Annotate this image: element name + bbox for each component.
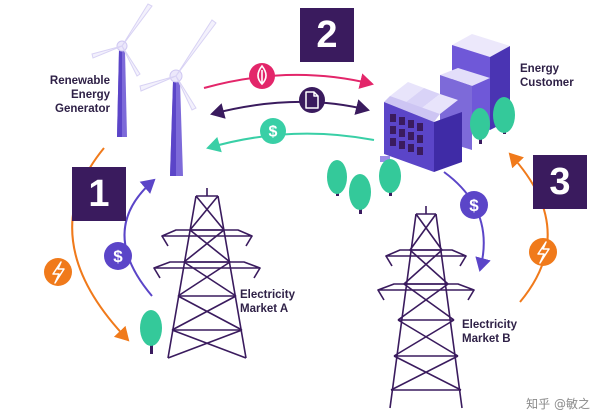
tree (470, 108, 490, 144)
step-3-box: 3 (533, 155, 587, 209)
flow-arrow-pink (203, 73, 374, 89)
step-2-box: 2 (300, 8, 354, 62)
label-electricity-market-b: Electricity Market B (462, 319, 517, 345)
factory-building (380, 34, 510, 172)
lightning-icon (529, 238, 557, 266)
flow-arrow-violet-left (123, 178, 156, 297)
leaf-icon (249, 63, 275, 89)
label-renewable-energy-generator: Renewable Energy Generator (49, 75, 110, 115)
svg-text:$: $ (113, 247, 123, 266)
lightning-icon (44, 258, 72, 286)
svg-text:$: $ (269, 124, 278, 141)
tree (140, 310, 162, 354)
document-icon (299, 87, 325, 113)
step-1-box: 1 (72, 167, 126, 221)
label-electricity-market-a: Electricity Market A (240, 289, 295, 315)
tree (349, 174, 371, 214)
flow-arrow-orange-right (508, 152, 549, 303)
flow-arrow-purple (210, 99, 370, 119)
dollar-icon: $ (260, 118, 286, 144)
watermark: 知乎 @敏之 (526, 397, 590, 411)
dollar-icon: $ (460, 191, 488, 219)
tree (379, 159, 401, 196)
wind-turbine (91, 3, 153, 137)
svg-text:$: $ (469, 196, 479, 215)
pylon-market-a (153, 188, 261, 359)
dollar-icon: $ (104, 242, 132, 270)
pylon-market-b (377, 206, 475, 409)
tree (327, 160, 347, 196)
wind-turbine (139, 19, 217, 176)
label-energy-customer: Energy Customer (520, 63, 574, 89)
flow-arrow-teal (206, 132, 375, 153)
tree (493, 97, 515, 134)
